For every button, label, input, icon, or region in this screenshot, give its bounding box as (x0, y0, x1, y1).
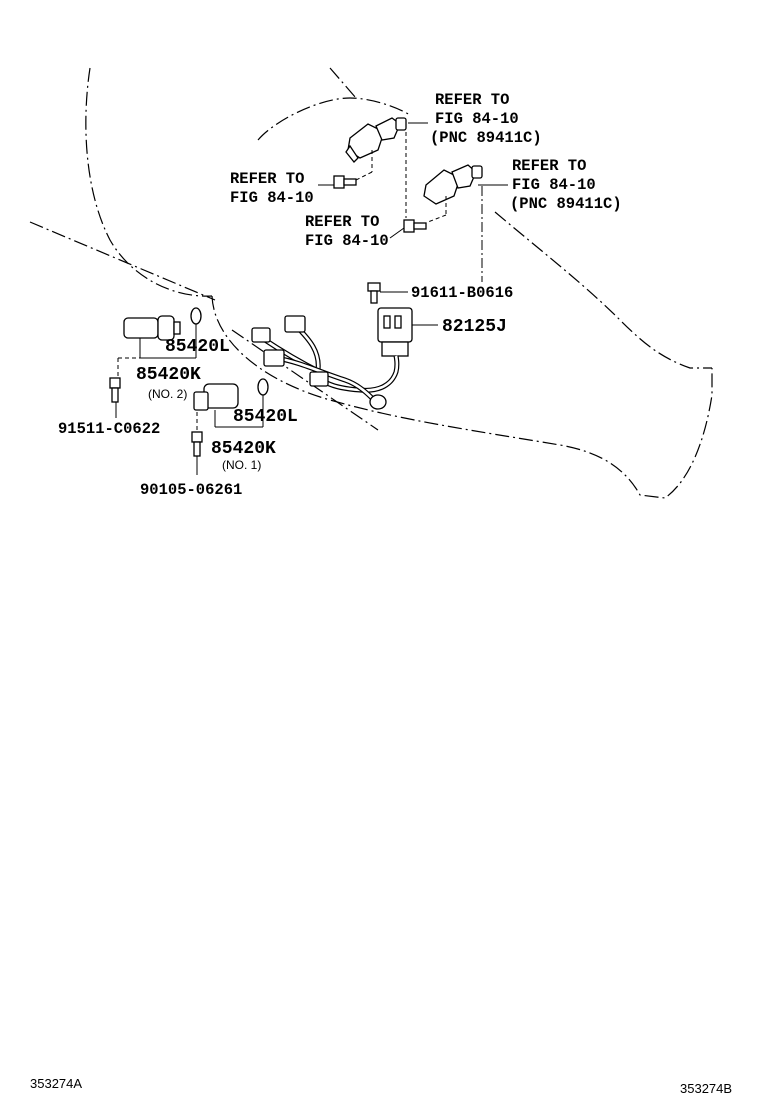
refer-a-line3: (PNC 89411C) (430, 129, 542, 147)
refer-a-line1: REFER TO (435, 91, 509, 109)
refer-b-line2: FIG 84-10 (512, 176, 596, 194)
footer-right-code: 353274B (680, 1081, 733, 1096)
part-label-85420K-bottom: 85420K (211, 439, 276, 459)
engine-outline (29, 67, 713, 499)
bolt-91511-icon (109, 377, 121, 403)
part-label-91611: 91611-B0616 (411, 284, 513, 302)
part-label-90105: 90105-06261 (140, 481, 242, 499)
footer-left-code: 353274A (30, 1076, 83, 1091)
bolt-91611-icon (367, 282, 381, 304)
bolt-refer-d-icon (403, 219, 427, 233)
refer-c-line1: REFER TO (230, 170, 304, 188)
bolt-90105-icon (191, 431, 203, 457)
part-label-85420K-top: 85420K (136, 365, 201, 385)
sensor-85420K-no2 (118, 307, 202, 359)
cam-sensor-right (423, 164, 483, 282)
wire-harness (251, 315, 400, 410)
refer-b-line3: (PNC 89411C) (510, 195, 622, 213)
part-label-82125J: 82125J (442, 317, 507, 337)
part-label-91511: 91511-C0622 (58, 420, 160, 438)
refer-b-line1: REFER TO (512, 157, 586, 175)
bolt-refer-c-icon (333, 175, 357, 189)
part-label-85420L-top: 85420L (165, 337, 230, 357)
connector-82125J (377, 307, 413, 357)
part-label-85420L-bottom: 85420L (233, 407, 298, 427)
cam-sensor-upper (345, 117, 407, 218)
refer-d-line2: FIG 84-10 (305, 232, 389, 250)
label-no1: (NO. 1) (222, 458, 261, 472)
refer-c-line2: FIG 84-10 (230, 189, 314, 207)
refer-d-line1: REFER TO (305, 213, 379, 231)
refer-a-line2: FIG 84-10 (435, 110, 519, 128)
label-no2: (NO. 2) (148, 387, 187, 401)
sensor-85420K-no1 (193, 378, 269, 411)
